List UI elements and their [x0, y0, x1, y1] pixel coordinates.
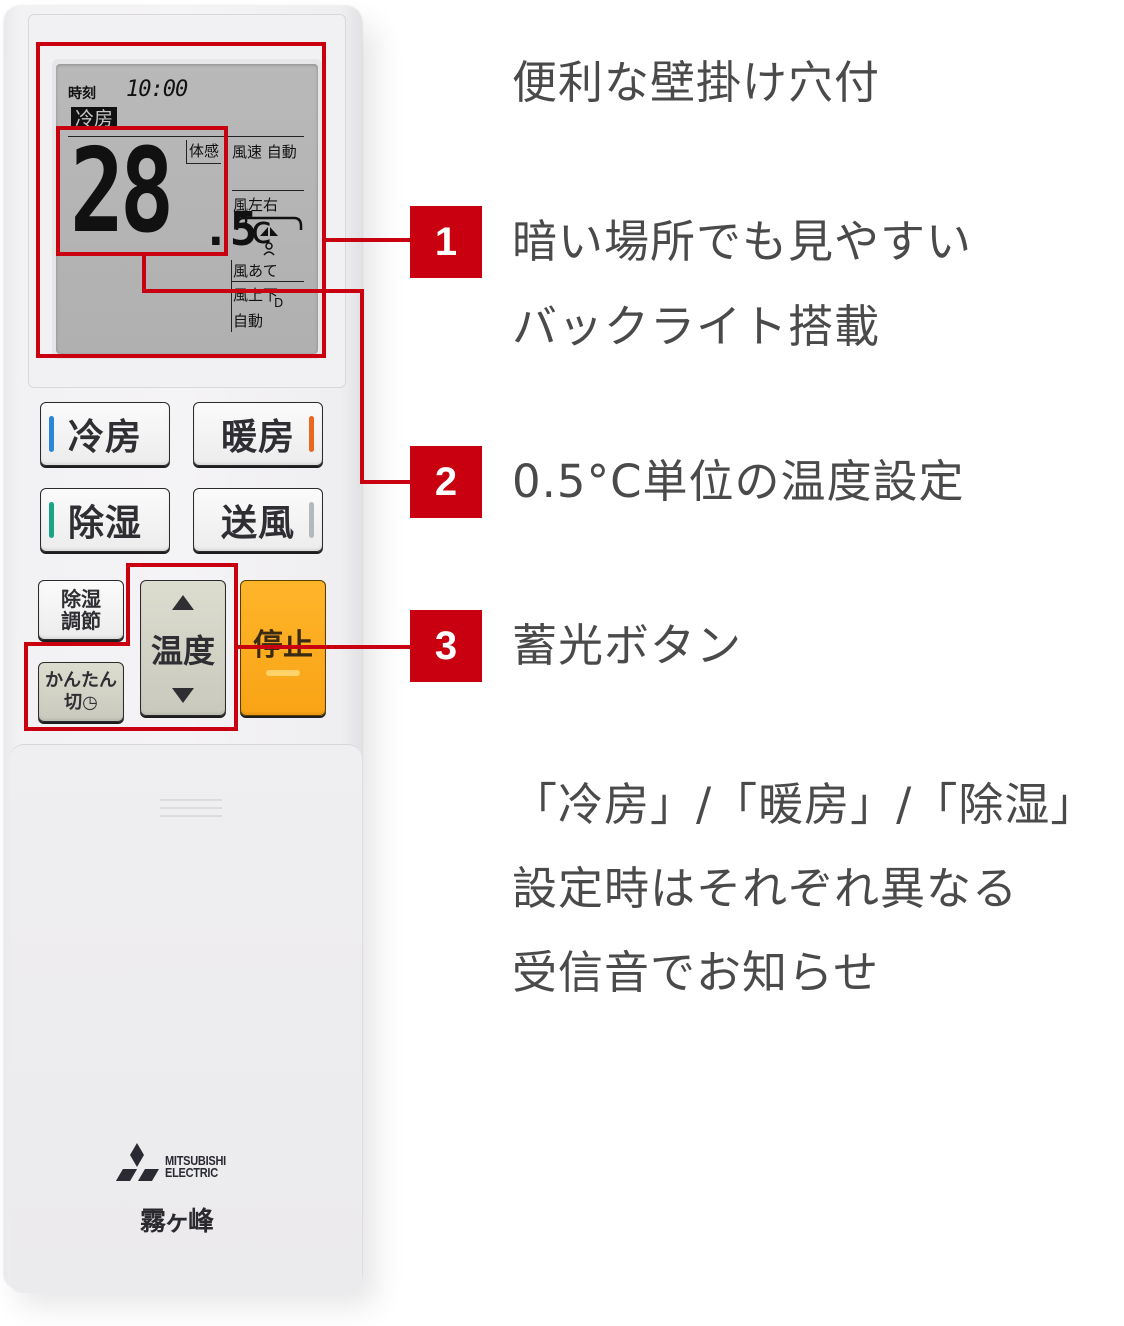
callout-box-3: [24, 642, 28, 731]
feature-1-line1: 暗い場所でも見やすい: [512, 215, 973, 268]
clock-time: 10:00: [126, 77, 188, 102]
temperature-button-label: 温度: [150, 632, 215, 670]
heat-color-bar: [309, 416, 314, 452]
callout-line-2: [360, 289, 364, 483]
dehumid-adjust-button[interactable]: 除湿 調節: [38, 580, 124, 640]
fan-button-label: 送風: [220, 503, 295, 544]
cover-grip-line: [160, 815, 222, 817]
lcd-divider: [232, 281, 304, 282]
note-line2: 設定時はそれぞれ異なる: [512, 862, 1019, 915]
callout-box-3: [24, 727, 238, 731]
mitsubishi-diamonds-icon: [116, 1143, 159, 1181]
callout-box-3: [24, 642, 130, 646]
callout-badge-2: 2: [410, 446, 482, 518]
dehumid-adjust-line2: 調節: [61, 609, 101, 633]
stop-button-label: 停止: [253, 628, 313, 663]
swing-lr-label: 風左右: [233, 196, 279, 214]
callout-line-2: [360, 480, 411, 484]
cool-color-bar: [49, 416, 54, 452]
feature-2-line1: 0.5°C単位の温度設定: [512, 455, 965, 508]
callout-box-3: [126, 563, 130, 646]
fan-color-bar: [309, 502, 314, 538]
series-logo: 霧ヶ峰: [140, 1207, 214, 1237]
callout-badge-1: 1: [410, 206, 482, 278]
callout-badge-3: 3: [410, 610, 482, 682]
callout-line-2: [142, 252, 146, 292]
note-line3: 受信音でお知らせ: [512, 946, 880, 999]
easy-off-line1: かんたん: [45, 670, 117, 691]
callout-box-display: [36, 42, 326, 358]
stop-indicator: [266, 670, 300, 676]
dry-button-label: 除湿: [67, 503, 142, 544]
easy-off-line2: 切◷: [64, 692, 98, 713]
temperature-up-icon[interactable]: [172, 595, 194, 610]
lcd-divider: [231, 260, 232, 332]
callout-box-temperature: [56, 126, 228, 256]
note-line1: 「冷房」/「暖房」/「除湿」: [512, 778, 1097, 831]
temperature-integer: 28: [70, 124, 174, 259]
feature-1-line2: バックライト搭載: [512, 300, 881, 353]
feature-3-line1: 蓄光ボタン: [512, 619, 743, 672]
dehumid-adjust-line1: 除湿: [61, 587, 101, 611]
remote-control: 時刻 10:00 冷房 28 .5 °c 体感 風速 自動 風左右 風あて 風上…: [4, 6, 362, 1293]
clock-label: 時刻: [68, 86, 96, 102]
temperature-down-icon[interactable]: [172, 688, 194, 703]
swing-ud-marker: D: [274, 296, 284, 310]
fan-speed: 風速 自動: [232, 143, 297, 161]
callout-line-3: [236, 645, 411, 649]
easy-off-button[interactable]: かんたん 切◷: [38, 662, 124, 722]
mode-indicator: 冷房: [71, 107, 118, 129]
dry-color-bar: [49, 502, 54, 538]
dry-button[interactable]: 除湿: [40, 488, 170, 552]
heat-button[interactable]: 暖房: [193, 402, 323, 466]
callout-box-3: [126, 563, 238, 567]
swing-ud-value: 自動: [233, 312, 264, 330]
temperature-decimal: .5: [202, 202, 258, 256]
brand-line1: MITSUBISHI: [165, 1154, 226, 1168]
wind-target-label: 風あて: [233, 262, 278, 280]
heat-button-label: 暖房: [220, 417, 295, 458]
taikan-indicator: 体感: [186, 140, 222, 164]
battery-cover: [10, 744, 362, 1293]
callout-line-1: [325, 238, 411, 242]
callout-line-2: [142, 289, 364, 293]
brand-logo-text: MITSUBISHI ELECTRIC: [165, 1154, 226, 1180]
lcd-screen: 時刻 10:00 冷房 28 .5 °c 体感 風速 自動 風左右 風あて 風上…: [56, 64, 318, 354]
feature-wall-hook: 便利な壁掛け穴付: [512, 56, 881, 109]
cover-grip-line: [160, 807, 222, 809]
temperature-button[interactable]: 温度: [140, 580, 226, 716]
cool-button[interactable]: 冷房: [40, 402, 170, 466]
lcd-divider: [232, 190, 304, 191]
cover-grip-line: [160, 799, 222, 801]
cool-button-label: 冷房: [67, 417, 142, 458]
fan-button[interactable]: 送風: [193, 488, 323, 552]
lcd-divider: [68, 136, 304, 137]
louver-icon: [235, 216, 303, 256]
brand-line2: ELECTRIC: [165, 1166, 218, 1180]
